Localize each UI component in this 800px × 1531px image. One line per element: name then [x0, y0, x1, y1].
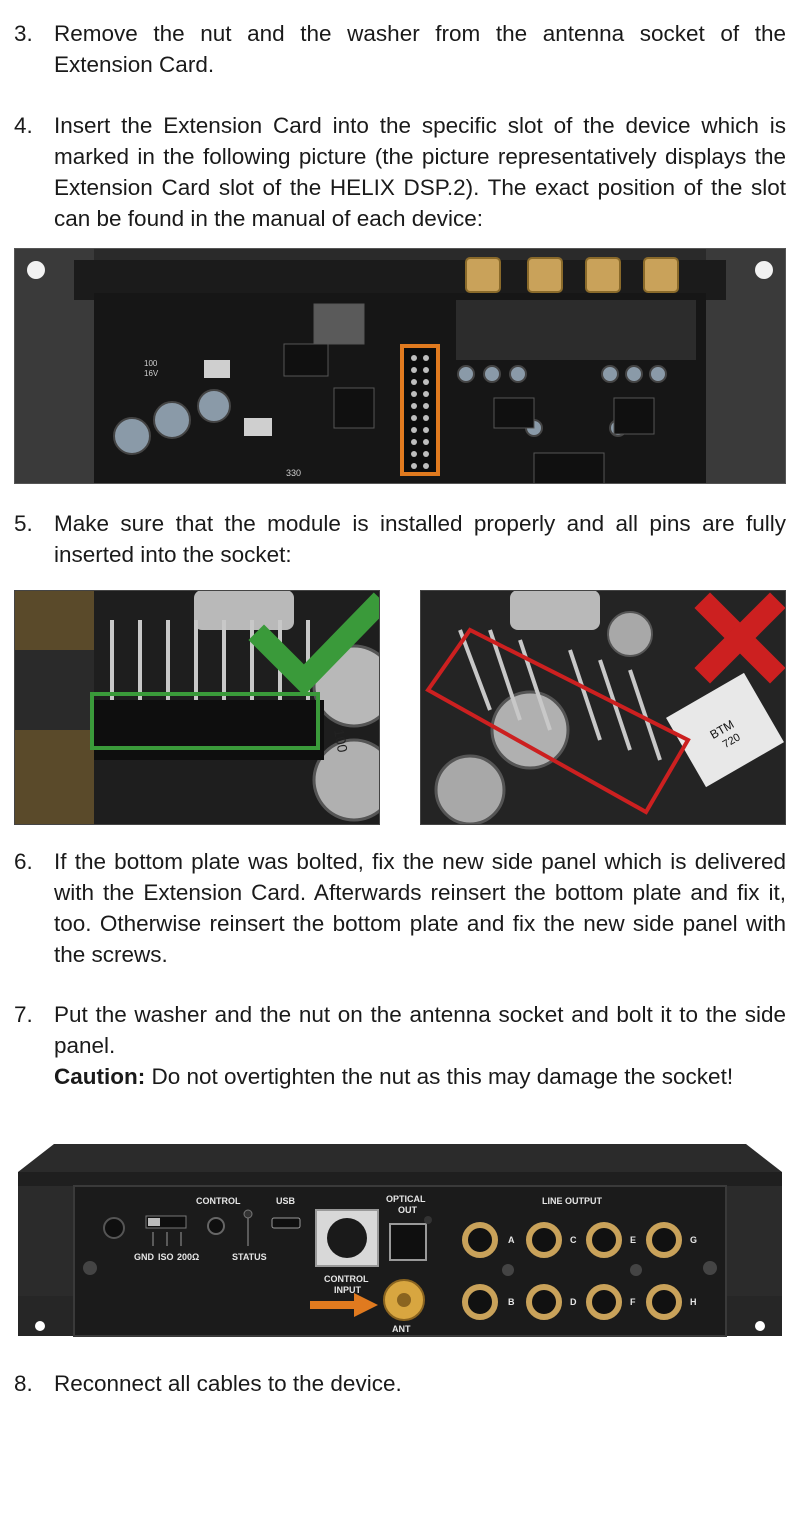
step-text: Reconnect all cables to the device. — [54, 1371, 402, 1396]
pins-incorrect-photo: BTM 720 — [420, 590, 786, 825]
step-number: 5. — [14, 511, 33, 536]
chip-label: 100 — [144, 359, 158, 368]
pins-correct-photo: 100 — [14, 590, 380, 825]
control-label: CONTROL — [196, 1196, 241, 1206]
step-number: 8. — [14, 1371, 33, 1396]
step-7: 7. Put the washer and the nut on the ant… — [14, 999, 786, 1092]
channel-c-label: C — [570, 1235, 577, 1245]
line-output-label: LINE OUTPUT — [542, 1196, 603, 1206]
step-6: 6. If the bottom plate was bolted, fix t… — [14, 846, 786, 970]
caution-label: Caution: — [54, 1064, 146, 1089]
arrow-right-icon — [310, 1293, 378, 1317]
channel-b-label: B — [508, 1297, 515, 1307]
caution-text: Do not overtighten the nut as this may d… — [145, 1064, 734, 1089]
step-4: 4. Insert the Extension Card into the sp… — [14, 110, 786, 234]
pins-correct-highlight — [90, 692, 320, 750]
step-text: If the bottom plate was bolted, fix the … — [54, 849, 786, 967]
step-text: Make sure that the module is installed p… — [54, 511, 786, 567]
capacitor-label: 100 — [331, 728, 351, 754]
step-3: 3. Remove the nut and the washer from th… — [14, 18, 786, 80]
gnd-label: GND — [134, 1252, 155, 1262]
channel-a-label: A — [508, 1235, 515, 1245]
usb-label: USB — [276, 1196, 296, 1206]
optical-label: OPTICAL — [386, 1194, 426, 1204]
step-number: 4. — [14, 113, 33, 138]
step-number: 3. — [14, 21, 33, 46]
step-8: 8. Reconnect all cables to the device. — [14, 1368, 786, 1399]
chip-label: 330 — [286, 468, 301, 478]
pins-incorrect-highlight — [425, 627, 691, 815]
extension-slot-highlight — [400, 344, 440, 476]
step-text: Put the washer and the nut on the antenn… — [54, 1002, 786, 1058]
cross-icon — [694, 592, 786, 684]
iso-label: ISO — [158, 1252, 174, 1262]
step-number: 6. — [14, 849, 33, 874]
check-icon — [248, 592, 380, 696]
ohm-label: 200Ω — [177, 1252, 199, 1262]
optical-out-label: OUT — [398, 1205, 418, 1215]
board-slot-photo: 100 16V 330 — [14, 248, 786, 484]
ant-label: ANT — [392, 1324, 411, 1334]
step-text: Insert the Extension Card into the speci… — [54, 113, 786, 231]
control-input-label-2: INPUT — [334, 1285, 362, 1295]
status-label: STATUS — [232, 1252, 267, 1262]
channel-e-label: E — [630, 1235, 636, 1245]
control-input-label: CONTROL — [324, 1274, 369, 1284]
channel-g-label: G — [690, 1235, 697, 1245]
caution-note: Caution: Do not overtighten the nut as t… — [54, 1061, 786, 1092]
chip-label: 16V — [144, 369, 159, 378]
side-panel-photo: CONTROL USB OPTICAL OUT LINE OUTPUT GND … — [14, 1136, 786, 1346]
step-number: 7. — [14, 1002, 33, 1027]
channel-d-label: D — [570, 1297, 577, 1307]
channel-f-label: F — [630, 1297, 636, 1307]
channel-h-label: H — [690, 1297, 697, 1307]
step-text: Remove the nut and the washer from the a… — [54, 21, 786, 77]
step-5: 5. Make sure that the module is installe… — [14, 508, 786, 570]
